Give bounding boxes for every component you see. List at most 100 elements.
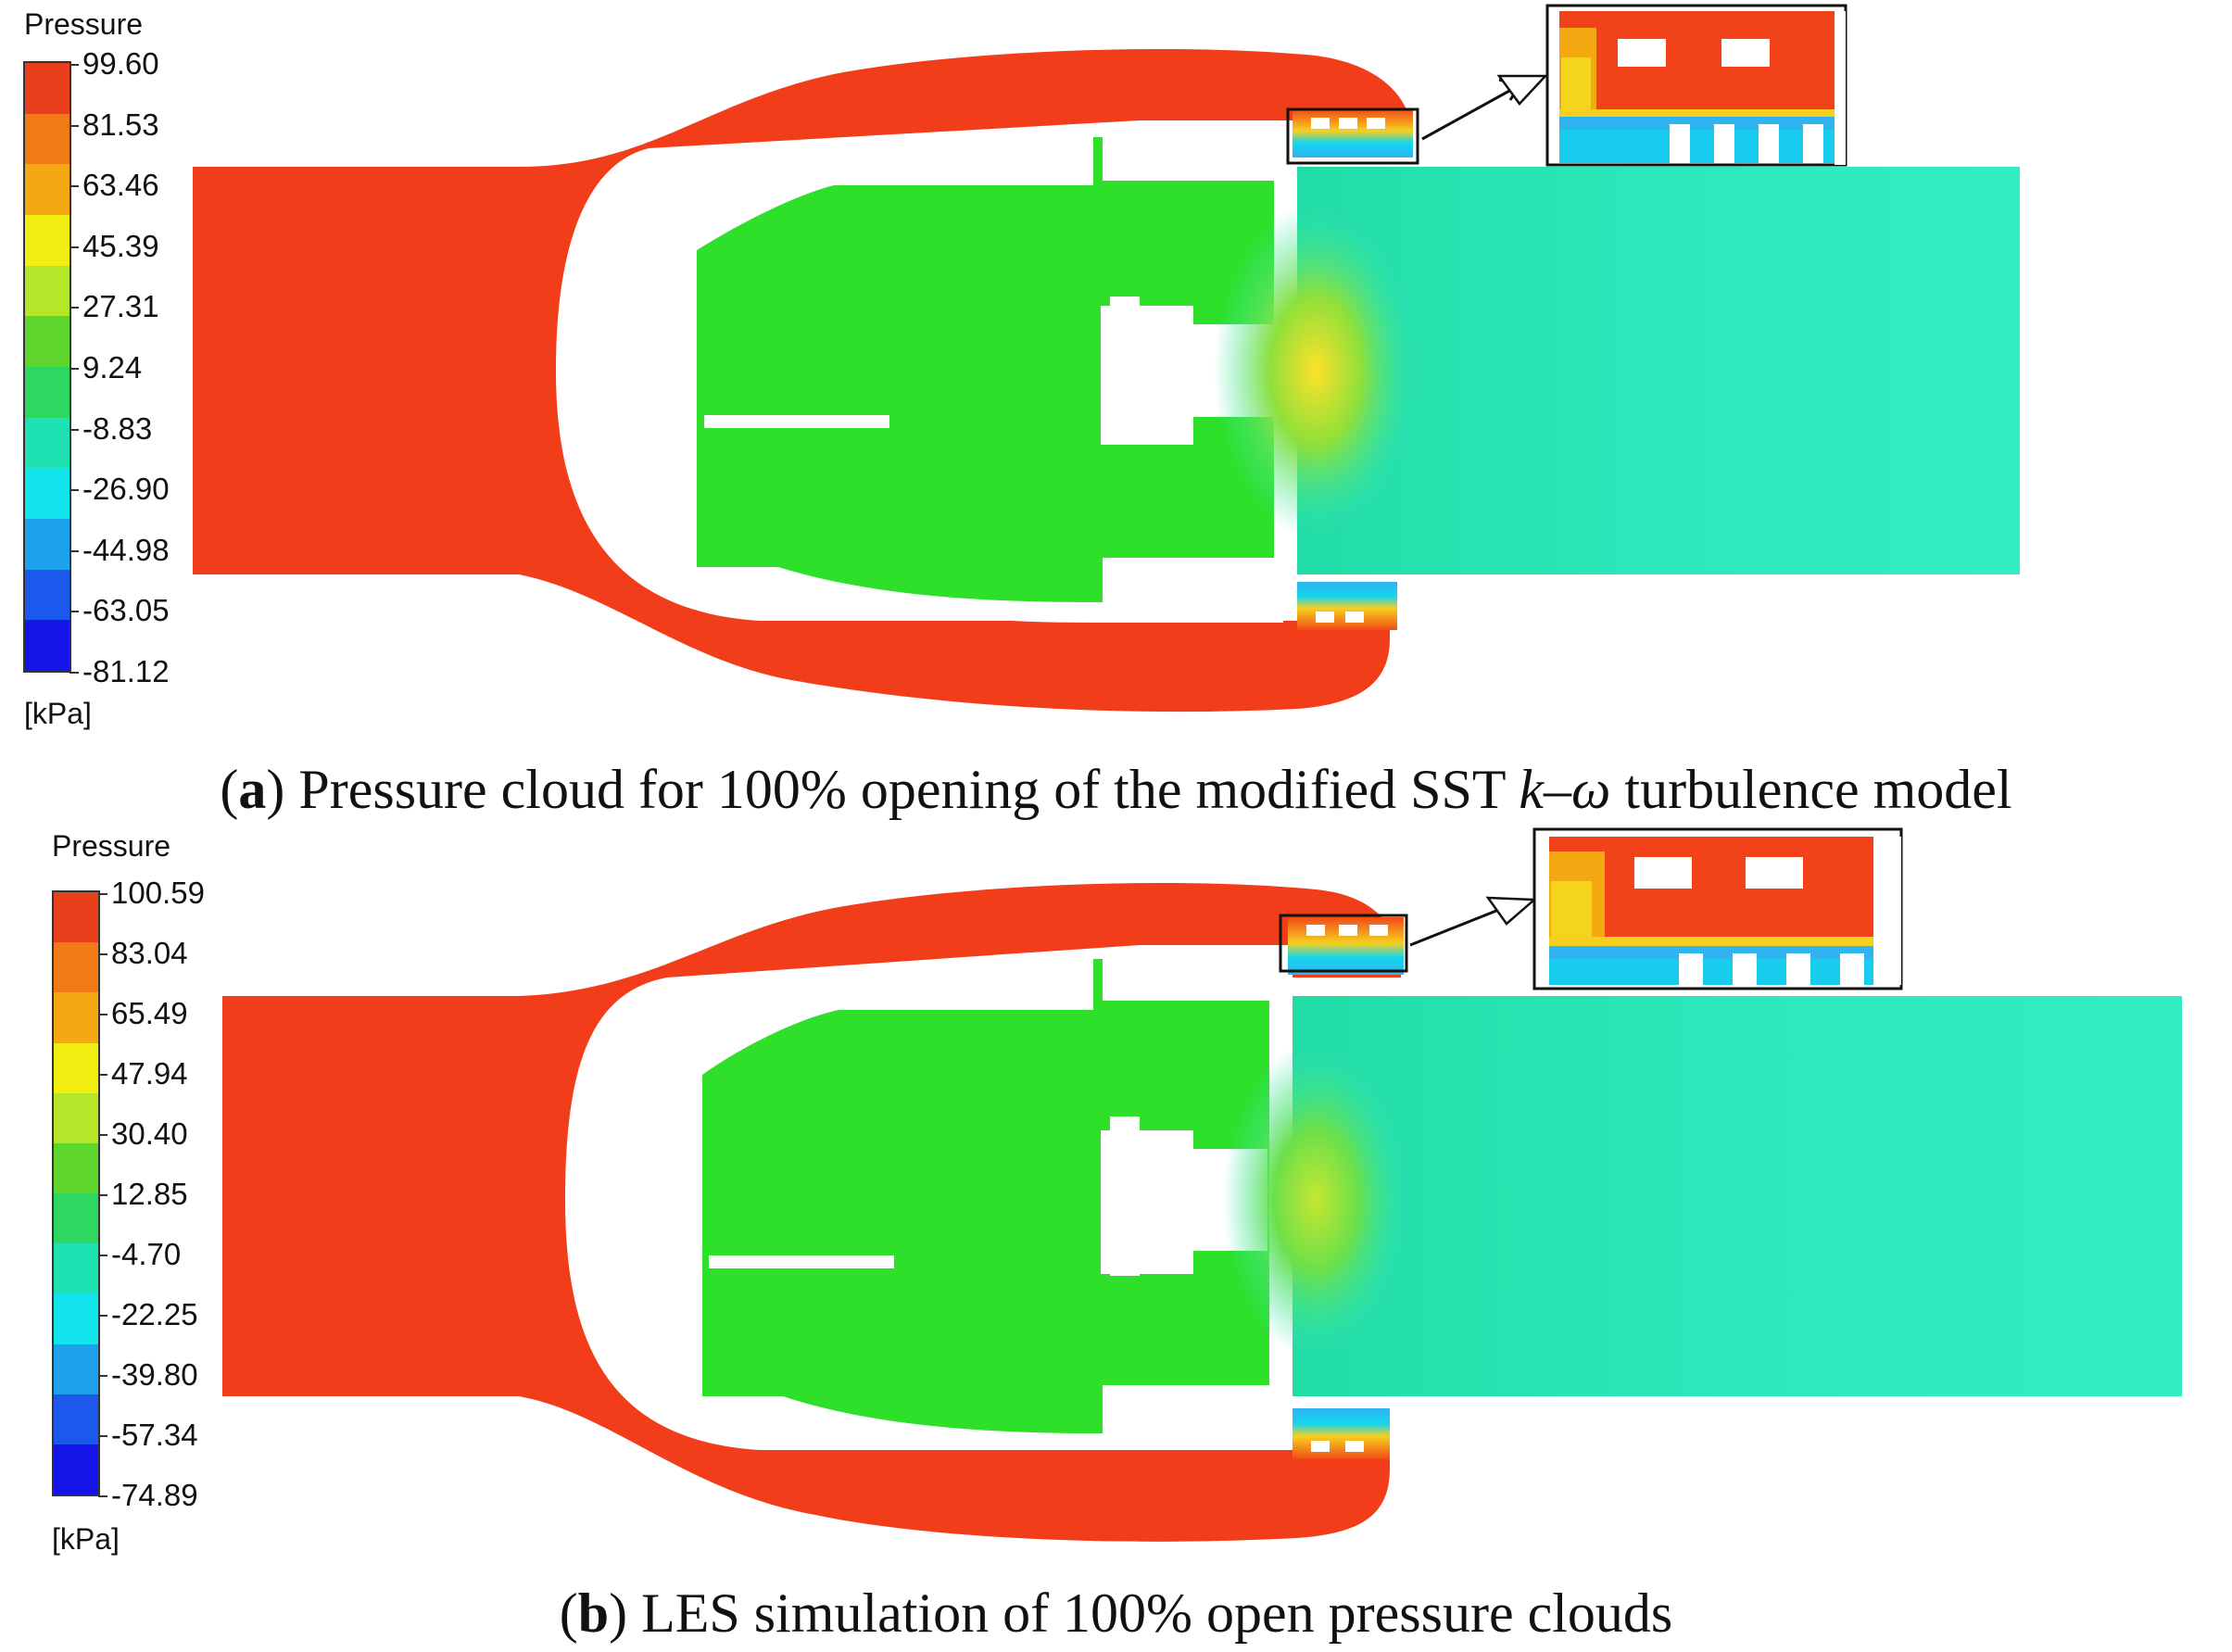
zoom-inset [1532, 827, 1903, 990]
colorbar-band [54, 1092, 98, 1144]
slot-hole [1339, 925, 1357, 936]
colorbar-band [25, 519, 69, 571]
outlet-pipe [1293, 996, 2182, 1396]
legend-title: Pressure [52, 829, 171, 863]
colorbar-tick [69, 307, 79, 309]
colorbar-label: 27.31 [82, 289, 159, 324]
colorbar-tick [98, 1495, 107, 1497]
colorbar-band [25, 215, 69, 267]
colorbar-label: -4.70 [111, 1237, 182, 1271]
colorbar-band [54, 1042, 98, 1094]
pressure-contour-a [193, 4, 2020, 713]
colorbar-band [25, 265, 69, 317]
colorbar-band [25, 569, 69, 621]
colorbar-band [54, 1293, 98, 1344]
colorbar-label: -44.98 [82, 532, 170, 567]
colorbar-label: 99.60 [82, 46, 159, 81]
zoom-arrow-head [1485, 896, 1538, 926]
colorbar-band [25, 316, 69, 368]
colorbar-tick [98, 1194, 107, 1196]
colorbar-label: 65.49 [111, 996, 188, 1030]
slot-hole [1339, 118, 1357, 129]
caption-letter: b [577, 1583, 610, 1644]
colorbar-band [25, 113, 69, 165]
colorbar-tick [98, 1134, 107, 1136]
caption-text: LES simulation of 100% open pressure clo… [627, 1583, 1673, 1644]
caption-dash: – [1544, 759, 1572, 820]
colorbar-tick [98, 1315, 107, 1317]
colorbar-tick [98, 953, 107, 955]
colorbar [52, 890, 100, 1496]
colorbar-band [25, 468, 69, 520]
colorbar-band [54, 892, 98, 943]
legend-unit: [kPa] [52, 1522, 120, 1556]
caption-letter: a [238, 759, 267, 820]
colorbar-tick [98, 1014, 107, 1015]
zoom-inset [1545, 4, 1847, 167]
colorbar-tick [98, 1074, 107, 1076]
colorbar-band [54, 1343, 98, 1395]
colorbar [23, 61, 71, 673]
colorbar-tick [98, 1255, 107, 1256]
shaft-cavity-upper [1110, 296, 1140, 445]
colorbar-tick [69, 489, 79, 492]
slot-hole [1306, 925, 1325, 936]
runner-body [702, 959, 1269, 1433]
colorbar-band [54, 1393, 98, 1445]
shaft-slot [704, 415, 889, 428]
slot-hole [1311, 1441, 1330, 1452]
slot-hole [1345, 1441, 1364, 1452]
colorbar-tick [69, 124, 79, 127]
colorbar-tick [69, 428, 79, 431]
caption-text-end: turbulence model [1610, 759, 2012, 820]
slot-hole [1367, 118, 1385, 129]
pressure-contour-b [222, 827, 2182, 1542]
colorbar-tick [69, 246, 79, 248]
colorbar-label: 45.39 [82, 228, 159, 263]
colorbar-label: 83.04 [111, 936, 188, 970]
shaft-slot [709, 1255, 894, 1268]
colorbar-band [25, 164, 69, 216]
colorbar-label: -8.83 [82, 410, 153, 446]
zoom-region-box [1279, 914, 1408, 973]
colorbar-label: -81.12 [82, 654, 170, 688]
runner-body [697, 137, 1274, 602]
shaft-cavity-upper [1110, 1116, 1140, 1276]
slot-hole [1369, 925, 1388, 936]
colorbar-tick [69, 672, 79, 674]
colorbar-label: -39.80 [111, 1357, 198, 1392]
colorbar-label: 100.59 [111, 876, 205, 910]
colorbar-band [25, 417, 69, 469]
caption-omega: ω [1571, 759, 1611, 820]
colorbar-band [25, 63, 69, 115]
caption-a: (a) Pressure cloud for 100% opening of t… [220, 759, 2012, 820]
colorbar-label: 9.24 [82, 350, 143, 385]
colorbar-tick [98, 1375, 107, 1377]
colorbar-tick [69, 611, 79, 613]
colorbar-tick [98, 893, 107, 895]
colorbar-band [54, 992, 98, 1043]
caption-k: k [1519, 759, 1545, 820]
colorbar-label: -74.89 [111, 1478, 198, 1512]
colorbar-tick [98, 1435, 107, 1437]
legend-title: Pressure [24, 7, 144, 41]
colorbar-label: -22.25 [111, 1297, 198, 1331]
colorbar-tick [69, 185, 79, 188]
colorbar-label: -57.34 [111, 1418, 198, 1452]
colorbar-band [25, 367, 69, 419]
slot-hole [1311, 118, 1330, 129]
colorbar-label: 81.53 [82, 107, 159, 142]
shaft-notch [702, 1144, 715, 1237]
colorbar-band [54, 1142, 98, 1194]
colorbar-tick [69, 368, 79, 370]
colorbar-label: 30.40 [111, 1116, 188, 1151]
inlet-casing [222, 882, 1401, 1542]
caption-text: Pressure cloud for 100% opening of the m… [284, 759, 1520, 820]
colorbar-label: 63.46 [82, 168, 159, 203]
colorbar-band [25, 620, 69, 672]
slot-hole [1345, 612, 1364, 623]
colorbar-label: 12.85 [111, 1177, 188, 1211]
caption-b: (b) LES simulation of 100% open pressure… [559, 1583, 1673, 1644]
legend-unit: [kPa] [24, 697, 92, 730]
